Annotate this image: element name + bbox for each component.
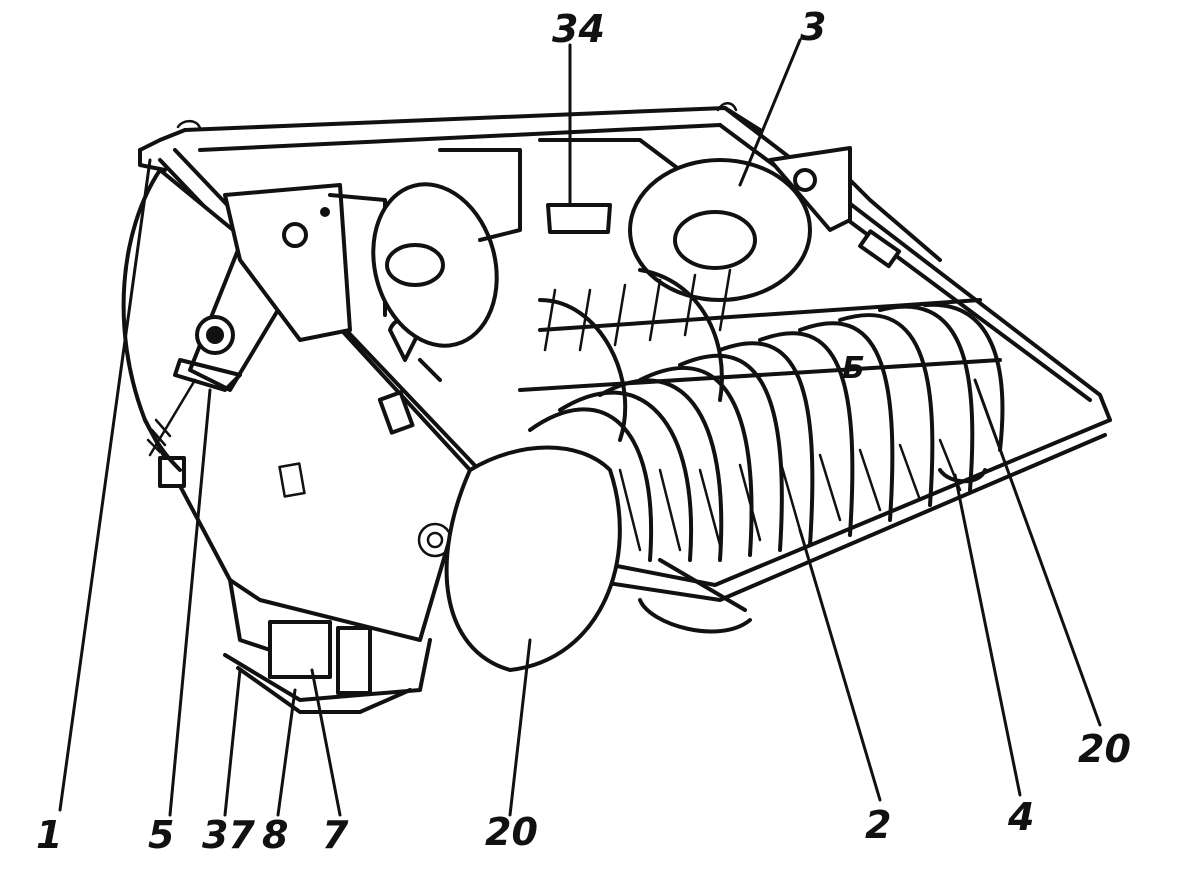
- callout-7: 7: [322, 813, 349, 857]
- callout-labels: 1 5 37 8 7 20 2 4 20 34 3 Б: [36, 5, 1131, 857]
- inline-mark-b: Б: [842, 351, 865, 386]
- callout-4: 4: [1007, 795, 1034, 839]
- callout-3: 3: [800, 5, 826, 49]
- callout-20-bottom: 20: [485, 810, 538, 854]
- left-side-plate: [121, 168, 472, 714]
- bottom-roller: [638, 468, 987, 634]
- right-bracket: [768, 146, 942, 269]
- callout-2: 2: [865, 803, 891, 847]
- leader-lines: [58, 38, 1102, 817]
- back-disc-left: [371, 182, 499, 348]
- auger-discs: [444, 268, 1005, 672]
- back-disc-right: [628, 158, 812, 302]
- callout-37: 37: [202, 813, 255, 857]
- callout-5: 5: [148, 813, 174, 857]
- rear-shield: [438, 138, 682, 242]
- callout-20-right: 20: [1078, 727, 1131, 771]
- callout-8: 8: [262, 813, 288, 857]
- tines: [543, 268, 962, 552]
- callout-1: 1: [36, 813, 62, 857]
- callout-34: 34: [552, 7, 605, 51]
